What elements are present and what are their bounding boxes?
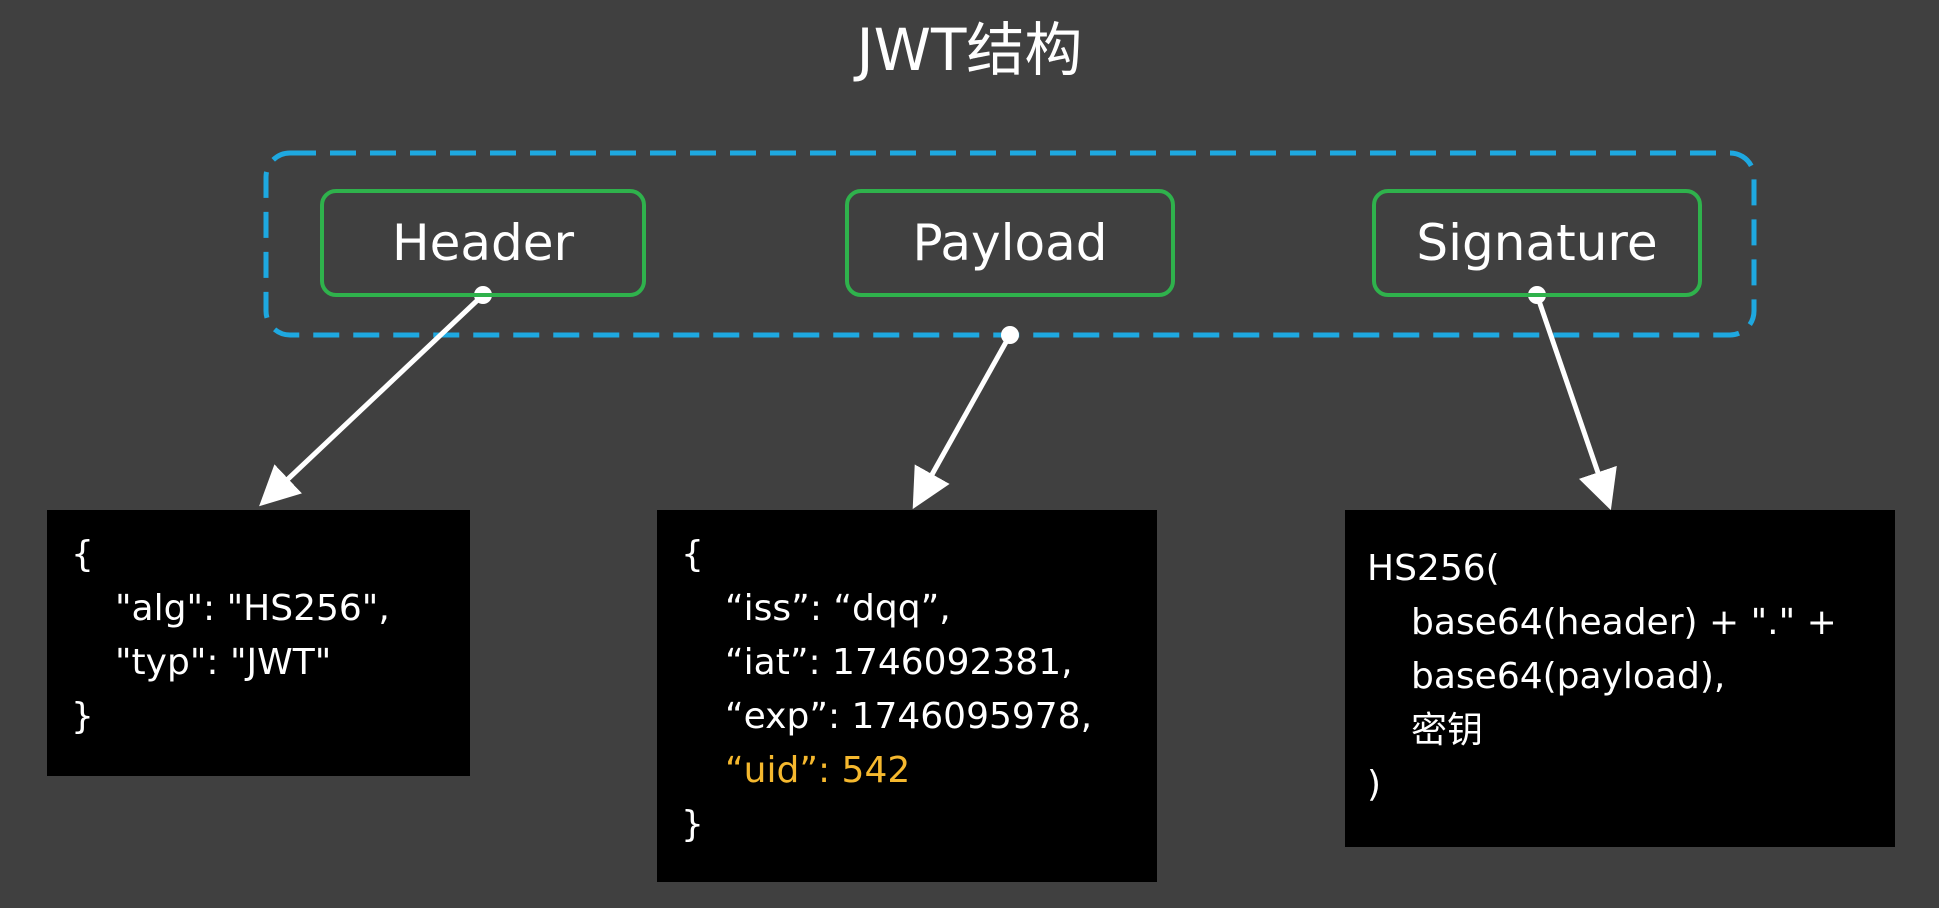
- signature-part-box: Signature: [1372, 189, 1702, 297]
- header-code-close: }: [71, 696, 94, 737]
- header-code-block: { "alg": "HS256", "typ": "JWT" }: [47, 510, 470, 776]
- payload-code-close: }: [681, 804, 704, 845]
- signature-code-line: base64(header) + "." +: [1411, 602, 1837, 643]
- diagram-title: JWT结构: [856, 16, 1083, 84]
- header-code-line: "typ": "JWT": [115, 642, 332, 683]
- payload-code-line: “iss”: “dqq”,: [725, 588, 951, 629]
- payload-part-label: Payload: [912, 214, 1108, 272]
- signature-arrow: [1534, 294, 1617, 511]
- payload-code-line: “exp”: 1746095978,: [725, 696, 1093, 737]
- signature-part-label: Signature: [1416, 214, 1658, 272]
- signature-code-open: HS256(: [1367, 548, 1500, 589]
- payload-part-box: Payload: [845, 189, 1175, 297]
- header-part-label: Header: [391, 214, 575, 272]
- payload-code-block: { “iss”: “dqq”, “iat”: 1746092381, “exp”…: [657, 510, 1157, 882]
- signature-code-block: HS256( base64(header) + "." + base64(pay…: [1345, 510, 1895, 847]
- signature-code-line: 密钥: [1411, 710, 1484, 751]
- header-code-open: {: [71, 534, 94, 575]
- payload-code-open: {: [681, 534, 704, 575]
- header-arrow: [259, 293, 485, 507]
- signature-code-close: ): [1367, 764, 1382, 805]
- header-code-line: "alg": "HS256",: [115, 588, 390, 629]
- payload-code-line: “iat”: 1746092381,: [725, 642, 1073, 683]
- payload-code-highlight-line: “uid”: 542: [725, 750, 911, 791]
- header-part-box: Header: [320, 189, 646, 297]
- signature-code-line: base64(payload),: [1411, 656, 1726, 697]
- payload-arrow-dot: [1001, 326, 1019, 344]
- payload-arrow: [912, 333, 1013, 510]
